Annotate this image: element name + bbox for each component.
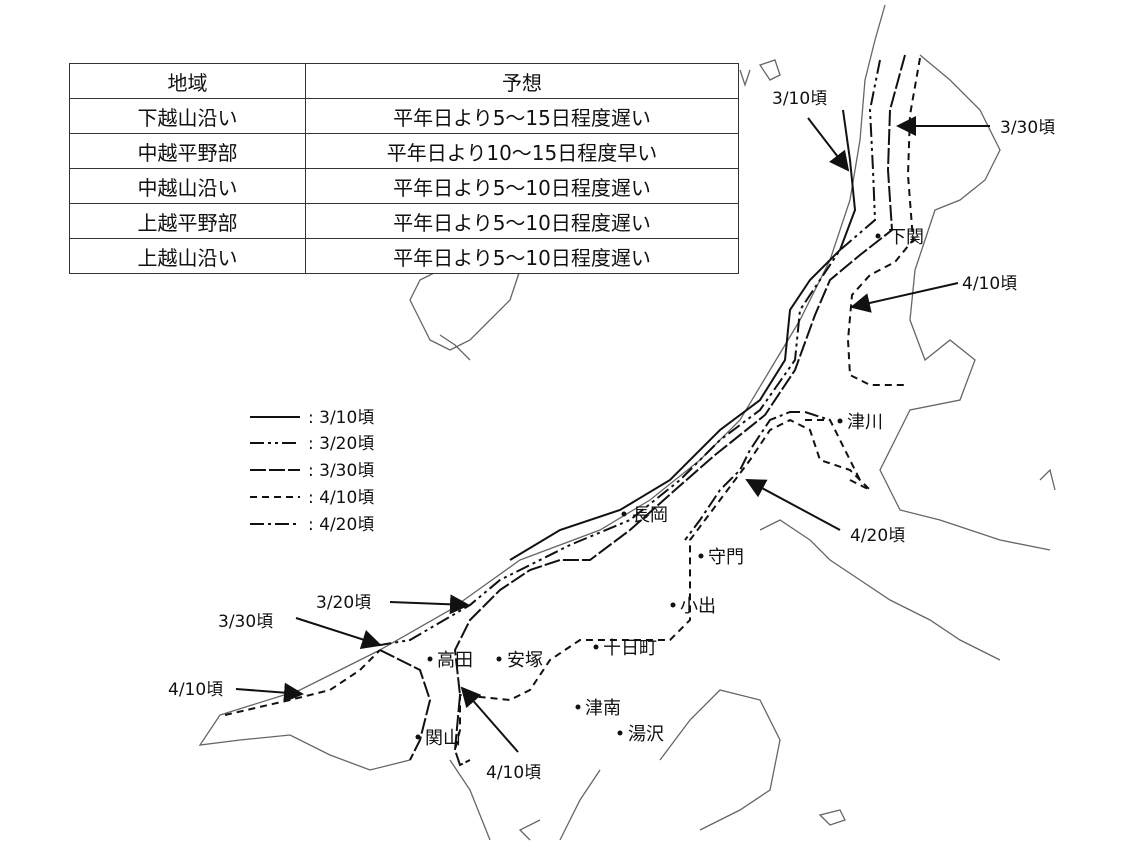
- city-tsunan: 津南: [585, 698, 621, 719]
- region-cell: 中越山沿い: [69, 168, 306, 204]
- table-header-row: 地域 予想: [69, 63, 739, 99]
- city-takada: 高田: [437, 650, 473, 671]
- legend: : 3/10頃 : 3/20頃 : 3/30頃 : 4/10頃 : 4/20頃: [250, 408, 374, 535]
- isoline-3-20: [379, 59, 881, 646]
- region-cell: 上越平野部: [69, 203, 306, 239]
- forecast-cell: 平年日より5～10日程度遅い: [305, 203, 739, 239]
- forecast-cell: 平年日より10～15日程度早い: [305, 133, 739, 169]
- city-tokamachi: 十日町: [603, 638, 657, 659]
- callout-4-20: 4/20頃: [850, 526, 905, 546]
- table-row: 下越山沿い 平年日より5～15日程度遅い: [69, 98, 739, 134]
- legend-label-4-10: : 4/10頃: [308, 488, 374, 508]
- legend-label-4-20: : 4/20頃: [308, 515, 374, 535]
- callout-3-30-south: 3/30頃: [218, 612, 273, 632]
- forecast-cell: 平年日より5～10日程度遅い: [305, 238, 739, 274]
- callout-labels: 3/10頃 3/30頃 4/10頃 4/20頃 3/20頃 3/30頃 4/10…: [168, 89, 1055, 783]
- city-shimoseki: 下関: [888, 227, 924, 248]
- city-yuzawa: 湯沢: [628, 724, 664, 745]
- table-row: 中越山沿い 平年日より5～10日程度遅い: [69, 168, 739, 204]
- isoline-3-30: [379, 54, 906, 767]
- forecast-cell: 平年日より5～15日程度遅い: [305, 98, 739, 134]
- callout-4-10-west: 4/10頃: [168, 680, 223, 700]
- legend-label-3-30: : 3/30頃: [308, 461, 374, 481]
- callout-3-30-north: 3/30頃: [1000, 118, 1055, 138]
- column-header-forecast: 予想: [305, 63, 739, 99]
- callout-4-10-south: 4/10頃: [486, 763, 541, 783]
- table-row: 中越平野部 平年日より10～15日程度早い: [69, 133, 739, 169]
- region-cell: 上越山沿い: [69, 238, 306, 274]
- callout-arrows: [235, 116, 990, 753]
- isoline-4-20: [684, 411, 831, 541]
- city-nagaoka: 長岡: [632, 505, 668, 526]
- city-sumon: 守門: [708, 547, 744, 568]
- city-tsugawa: 津川: [847, 412, 883, 433]
- city-koide: 小出: [680, 596, 716, 617]
- callout-4-10-north: 4/10頃: [962, 274, 1017, 294]
- table-row: 上越平野部 平年日より5～10日程度遅い: [69, 203, 739, 239]
- forecast-table: 地域 予想 下越山沿い 平年日より5～15日程度遅い 中越平野部 平年日より10…: [69, 63, 739, 274]
- region-cell: 中越平野部: [69, 133, 306, 169]
- city-labels: 下関 津川 長岡 守門 小出 十日町 高田 安塚 津南 湯沢 関山: [425, 227, 924, 749]
- isoline-3-10: [509, 109, 857, 561]
- forecast-cell: 平年日より5～10日程度遅い: [305, 168, 739, 204]
- column-header-region: 地域: [69, 63, 306, 99]
- region-cell: 下越山沿い: [69, 98, 306, 134]
- table-row: 上越山沿い 平年日より5～10日程度遅い: [69, 238, 739, 274]
- city-yasuzuka: 安塚: [507, 650, 543, 671]
- legend-label-3-20: : 3/20頃: [308, 434, 374, 454]
- callout-3-20: 3/20頃: [316, 593, 371, 613]
- legend-label-3-10: : 3/10頃: [308, 408, 374, 428]
- callout-3-10-north: 3/10頃: [772, 89, 827, 109]
- city-sekiyama: 関山: [425, 728, 461, 749]
- city-markers: [415, 233, 881, 740]
- isolines: [224, 54, 921, 767]
